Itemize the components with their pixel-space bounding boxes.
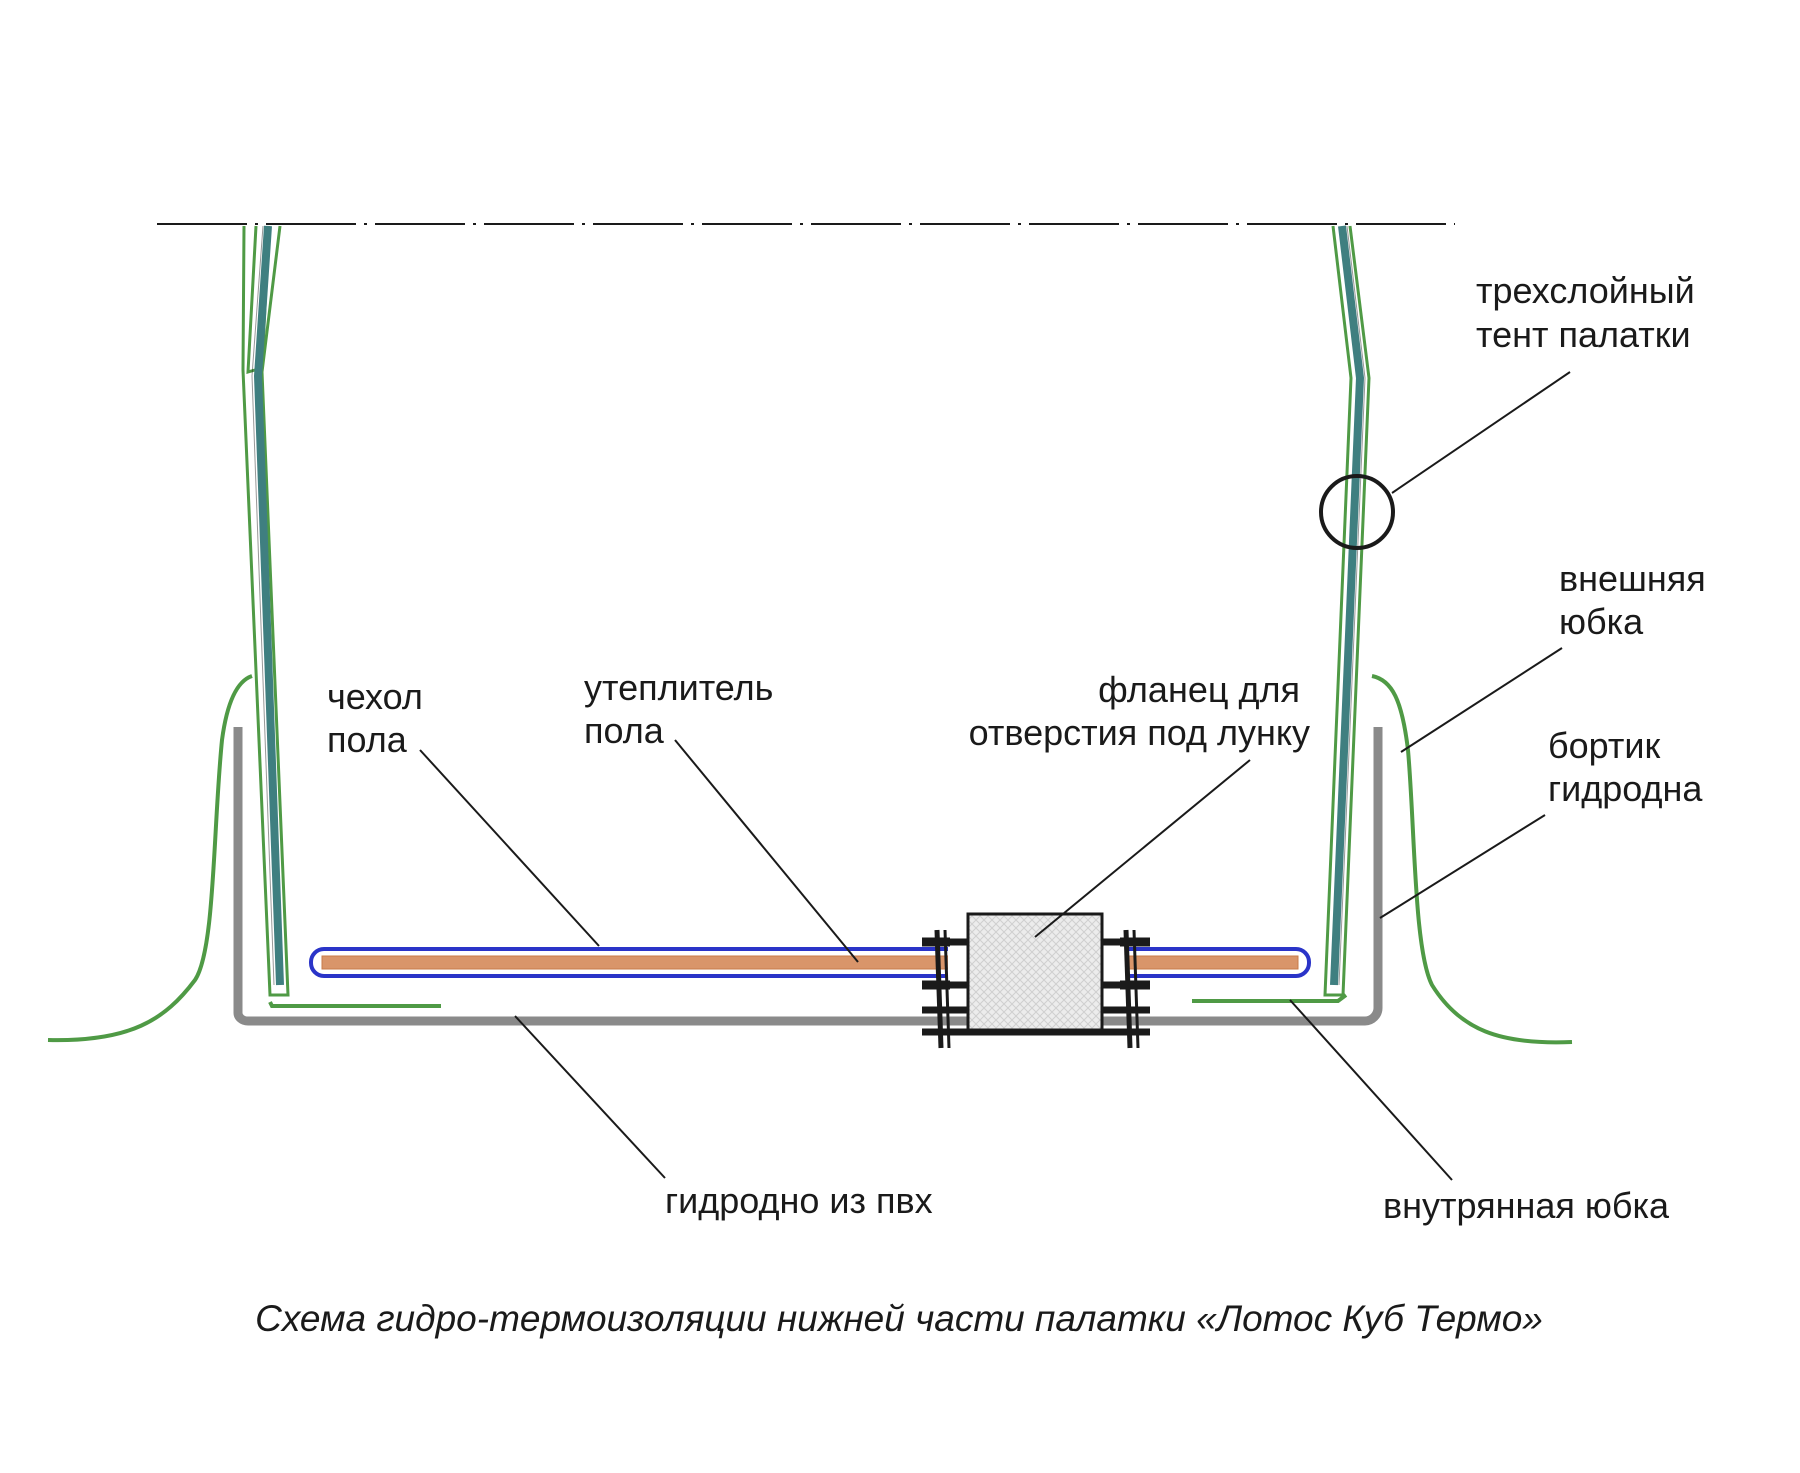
leader-tent — [1391, 371, 1571, 494]
detail-circle — [1319, 474, 1395, 550]
label-floor-cover: чехол пола — [327, 676, 433, 760]
flange-assembly — [922, 912, 1150, 1049]
leader-inner-skirt — [1289, 999, 1453, 1181]
label-floor-insulation: утеплитель пола — [584, 667, 783, 751]
label-flange: фланец для отверстия под лунку — [969, 669, 1310, 753]
tent-wall-right — [1192, 225, 1371, 1003]
flange-block — [966, 912, 1104, 1032]
tent-wall-left — [241, 225, 441, 1008]
outer-skirt-left — [47, 674, 253, 1043]
leader-flange — [1034, 759, 1251, 938]
floor-insulation — [321, 955, 1299, 970]
pvc-floor-tray — [233, 727, 1383, 1026]
leader-outer-skirt — [1400, 647, 1563, 753]
label-tent: трехслойный тент палатки — [1476, 270, 1705, 355]
outer-skirt-right — [1371, 674, 1573, 1045]
label-flood-rim: бортик гидродна — [1548, 725, 1703, 809]
leader-floor-insulation — [674, 739, 859, 963]
leader-pvc-floor — [514, 1015, 666, 1179]
label-pvc-floor: гидродно из пвх — [665, 1180, 933, 1221]
leader-floor-cover — [419, 749, 600, 947]
label-inner-skirt: внутрянная юбка — [1383, 1185, 1670, 1226]
figure-caption: Схема гидро-термоизоляции нижней части п… — [255, 1298, 1543, 1339]
leader-flood-rim — [1379, 814, 1546, 919]
label-outer-skirt: внешняя юбка — [1559, 558, 1716, 642]
